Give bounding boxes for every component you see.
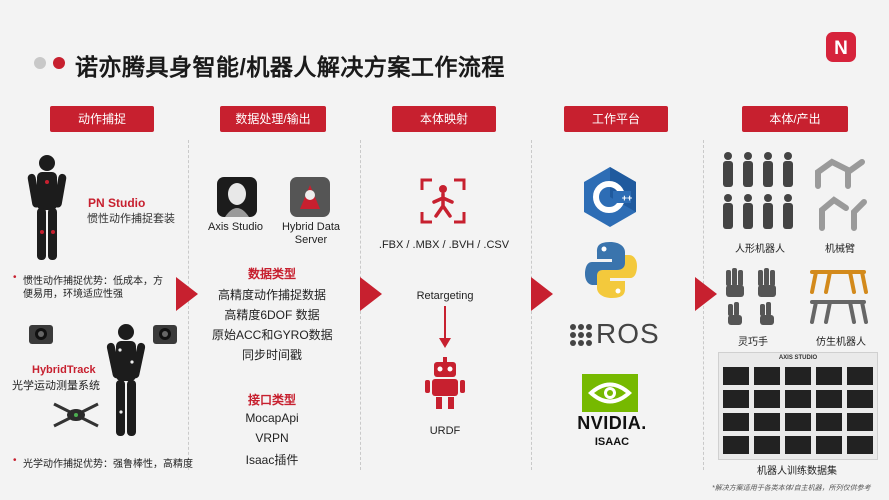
dataset-frame (847, 436, 873, 454)
dataset-frame (847, 390, 873, 408)
flow-arrow-3-icon (531, 277, 553, 311)
hybrid-data-server-label-1: Hybrid Data (281, 221, 341, 233)
retargeting-arrow-icon (438, 306, 452, 353)
dataset-label: 机器人训练数据集 (757, 466, 837, 477)
robot-icon (425, 357, 465, 414)
data-type-item: 高精度6DOF 数据 (224, 308, 320, 322)
dexterous-hand-label: 灵巧手 (738, 337, 768, 348)
hybrid-data-server-app-icon (290, 177, 330, 222)
hybridtrack-title: HybridTrack (32, 364, 96, 376)
axis-studio-label: Axis Studio (208, 221, 264, 233)
dataset-frame (785, 413, 811, 431)
dexterous-hands-image (722, 266, 784, 333)
page-title: 诺亦腾具身智能/机器人解决方案工作流程 (75, 54, 505, 80)
svg-text:++: ++ (622, 193, 633, 203)
flow-arrow-2-icon (360, 277, 382, 311)
data-type-item: 原始ACC和GYRO数据 (212, 328, 333, 342)
footnote: *解决方案适用于各类本体/自主机器，所列仅供参考 (712, 485, 871, 492)
dataset-frame (816, 367, 842, 385)
dataset-frame (754, 436, 780, 454)
dataset-frame (723, 413, 749, 431)
file-formats: .FBX / .MBX / .BVH / .CSV (378, 239, 510, 251)
pn-advantage-line1: 惯性动作捕捉优势：低成本，方 (23, 276, 163, 287)
motion-target-icon (420, 178, 466, 229)
humanoid-label: 人形机器人 (735, 244, 785, 255)
nvidia-eye-icon (582, 374, 638, 417)
bullet-dot-2-icon: • (13, 455, 17, 466)
inertial-suit-figure-icon (22, 152, 72, 269)
dataset-frame (816, 413, 842, 431)
pn-studio-title: PN Studio (88, 196, 146, 210)
ros-label: ROS (596, 318, 660, 349)
tag-data-processing: 数据处理/输出 (220, 106, 326, 132)
dataset-frame (723, 436, 749, 454)
dataset-frame (723, 390, 749, 408)
data-types-heading: 数据类型 (247, 267, 296, 281)
dataset-frame (754, 390, 780, 408)
interface-item: VRPN (255, 431, 289, 445)
training-dataset-panel: AXIS STUDIO (718, 352, 878, 460)
dataset-frame (785, 367, 811, 385)
tag-body-mapping: 本体映射 (392, 106, 496, 132)
interface-item: MocapApi (245, 411, 299, 425)
bionic-robots-image (806, 266, 872, 331)
dataset-frame (785, 436, 811, 454)
tag-output: 本体/产出 (742, 106, 848, 132)
bullet-dot-1-icon: • (13, 272, 17, 283)
dataset-frame (816, 390, 842, 408)
header-dot-red (53, 57, 65, 69)
bionic-robot-label: 仿生机器人 (816, 337, 866, 348)
brand-logo-icon: N (826, 32, 856, 62)
cpp-logo-icon: ++ (582, 166, 638, 233)
flow-arrow-1-icon (176, 277, 198, 311)
hybridtrack-subtitle: 光学运动测量系统 (12, 380, 100, 392)
flow-arrow-4-icon (695, 277, 717, 311)
pn-advantage-line2: 便易用，环境适应性强 (23, 289, 123, 300)
nvidia-label: NVIDIA. (577, 413, 647, 433)
dataset-frame (723, 367, 749, 385)
header-dot-grey (34, 57, 46, 69)
axis-studio-app-icon (217, 177, 257, 222)
svg-text:N: N (834, 38, 848, 59)
humanoid-robots-image (720, 150, 800, 237)
isaac-label: ISAAC (594, 436, 630, 448)
data-type-item: 高精度动作捕捉数据 (217, 288, 326, 302)
dataset-frame (847, 367, 873, 385)
interfaces-heading: 接口类型 (247, 393, 296, 407)
urdf-label: URDF (429, 425, 461, 437)
tag-motion-capture: 动作捕捉 (50, 106, 154, 132)
optical-advantage: 光学动作捕捉优势：强鲁棒性，高精度 (23, 459, 193, 470)
pn-studio-subtitle: 惯性动作捕捉套装 (87, 213, 175, 225)
drone-icon (48, 398, 104, 437)
robot-arm-label: 机械臂 (825, 244, 855, 255)
python-logo-icon (583, 240, 639, 305)
dataset-frame (785, 390, 811, 408)
interface-item: Isaac插件 (245, 453, 299, 467)
retargeting-label: Retargeting (416, 290, 474, 302)
robot-arms-image (808, 152, 872, 237)
dataset-frame (754, 367, 780, 385)
hybrid-data-server-label-2: Server (294, 234, 328, 246)
tag-work-platform: 工作平台 (564, 106, 668, 132)
optical-suit-figure-icon (103, 322, 149, 445)
optical-camera-right-icon (152, 322, 178, 351)
optical-camera-left-icon (28, 322, 54, 351)
dataset-frame (754, 413, 780, 431)
ros-dots-icon (569, 323, 593, 352)
dataset-frame (847, 413, 873, 431)
dataset-panel-header: AXIS STUDIO (778, 355, 818, 361)
data-type-item: 同步时间戳 (241, 348, 302, 362)
dataset-frame (816, 436, 842, 454)
